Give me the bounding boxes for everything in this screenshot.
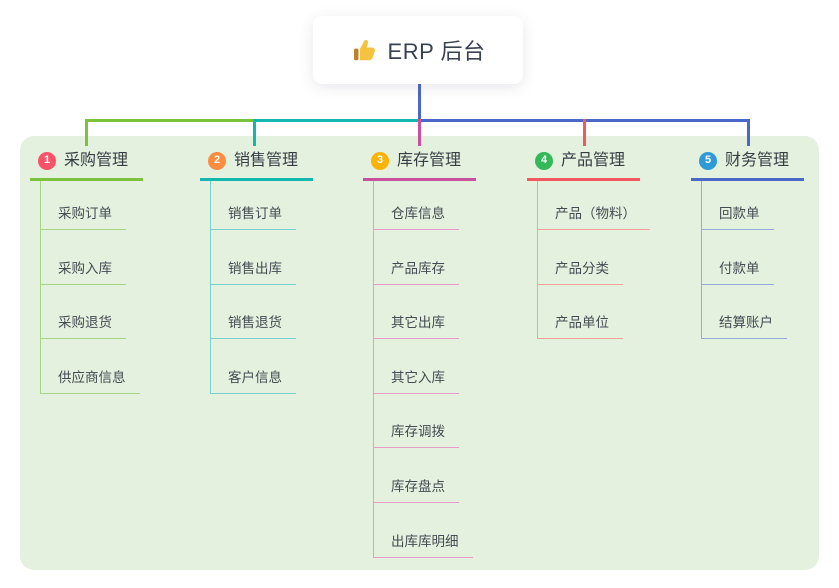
branch-inventory: 3 库存管理 仓库信息产品库存其它出库其它入库库存调拨库存盘点出库库明细 <box>363 147 477 558</box>
child-node[interactable]: 销售订单 <box>211 181 296 230</box>
branch-product: 4 产品管理 产品（物料）产品分类产品单位 <box>527 147 650 340</box>
branch-number-badge: 4 <box>535 151 553 170</box>
child-node[interactable]: 供应商信息 <box>41 339 140 394</box>
child-node[interactable]: 其它出库 <box>374 285 459 340</box>
branch-number-badge: 2 <box>208 151 226 170</box>
branch-title: 采购管理 <box>64 152 129 169</box>
child-node[interactable]: 采购入库 <box>41 230 126 285</box>
branch-children: 销售订单销售出库销售退货客户信息 <box>210 181 296 394</box>
child-node[interactable]: 仓库信息 <box>374 181 459 230</box>
child-node[interactable]: 采购退货 <box>41 285 126 340</box>
branch-header-purchase[interactable]: 1 采购管理 <box>30 147 144 181</box>
child-node[interactable]: 产品库存 <box>374 230 459 285</box>
branch-title: 库存管理 <box>397 152 462 169</box>
child-node[interactable]: 回款单 <box>702 181 774 230</box>
branch-sales: 2 销售管理 销售订单销售出库销售退货客户信息 <box>200 147 314 394</box>
child-node[interactable]: 其它入库 <box>374 339 459 394</box>
child-node[interactable]: 结算账户 <box>702 285 787 340</box>
child-node[interactable]: 销售退货 <box>211 285 296 340</box>
branch-title: 销售管理 <box>234 152 299 169</box>
child-node[interactable]: 产品单位 <box>538 285 623 340</box>
branch-header-product[interactable]: 4 产品管理 <box>527 147 641 181</box>
child-node[interactable]: 产品（物料） <box>538 181 650 230</box>
branch-number-badge: 5 <box>699 151 717 170</box>
child-node[interactable]: 客户信息 <box>211 339 296 394</box>
branch-header-sales[interactable]: 2 销售管理 <box>200 147 314 181</box>
child-node[interactable]: 付款单 <box>702 230 774 285</box>
child-node[interactable]: 库存调拨 <box>374 394 459 449</box>
root-node[interactable]: ERP 后台 <box>313 16 523 84</box>
branch-children: 仓库信息产品库存其它出库其它入库库存调拨库存盘点出库库明细 <box>373 181 473 558</box>
branch-finance: 5 财务管理 回款单付款单结算账户 <box>691 147 805 340</box>
child-node[interactable]: 出库库明细 <box>374 503 473 558</box>
child-node[interactable]: 产品分类 <box>538 230 623 285</box>
branches-panel <box>20 136 819 570</box>
branch-purchase: 1 采购管理 采购订单采购入库采购退货供应商信息 <box>30 147 144 394</box>
thumbs-up-icon <box>351 37 378 64</box>
branch-title: 财务管理 <box>725 152 790 169</box>
branch-header-inventory[interactable]: 3 库存管理 <box>363 147 477 181</box>
branch-number-badge: 1 <box>38 151 56 170</box>
branch-header-finance[interactable]: 5 财务管理 <box>691 147 805 181</box>
branch-children: 回款单付款单结算账户 <box>701 181 787 340</box>
root-label: ERP 后台 <box>387 39 486 64</box>
branch-children: 采购订单采购入库采购退货供应商信息 <box>40 181 140 394</box>
child-node[interactable]: 库存盘点 <box>374 448 459 503</box>
child-node[interactable]: 采购订单 <box>41 181 126 230</box>
branch-number-badge: 3 <box>371 151 389 170</box>
branch-children: 产品（物料）产品分类产品单位 <box>537 181 650 340</box>
branch-title: 产品管理 <box>561 152 626 169</box>
child-node[interactable]: 销售出库 <box>211 230 296 285</box>
